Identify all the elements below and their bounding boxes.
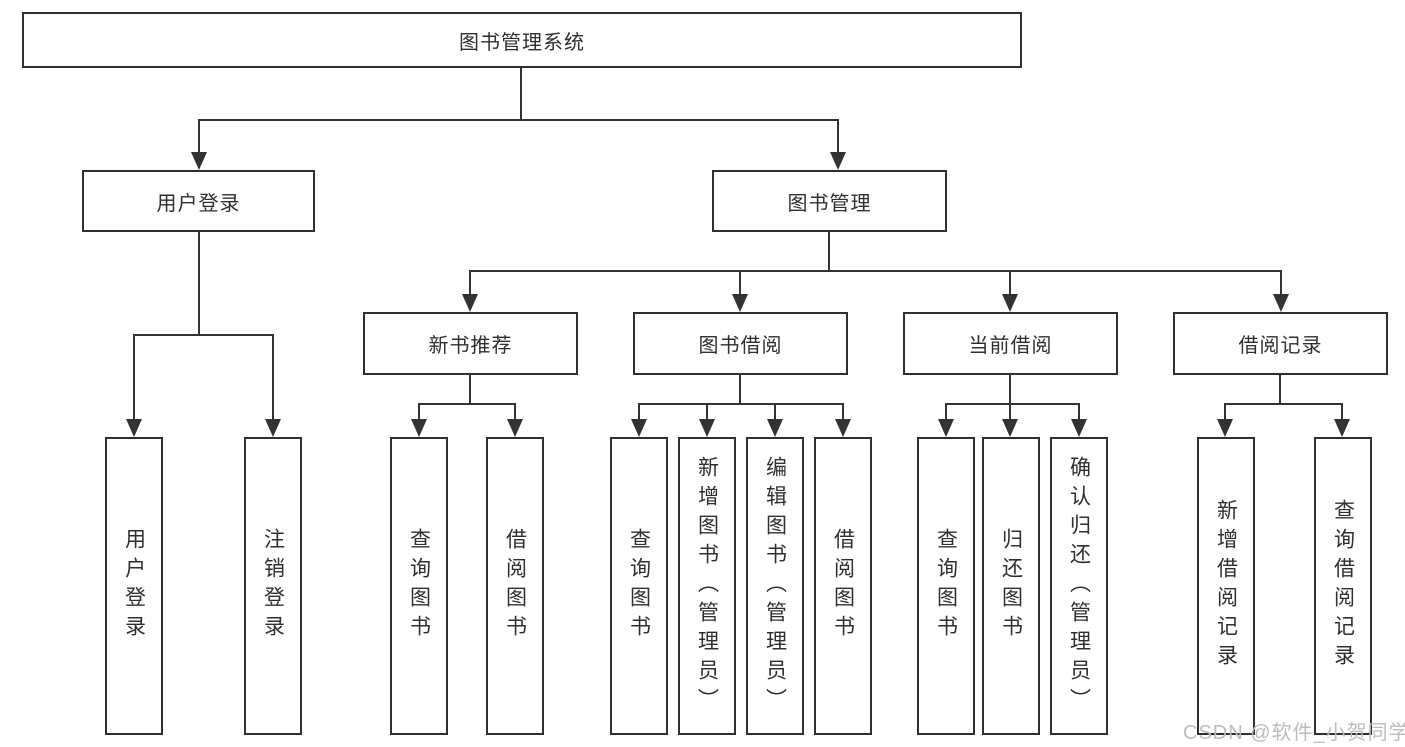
node-book-management-label: 图书管理 — [787, 192, 872, 215]
connector-newbooks-hline — [418, 403, 516, 405]
node-user-login-label: 用户登录 — [156, 192, 241, 215]
leaf-query-borrow-record-label: 查询借阅记录 — [1331, 499, 1355, 673]
connector-drop-leaf — [842, 403, 844, 427]
node-root-label: 图书管理系统 — [459, 31, 585, 54]
node-current-borrowing: 当前借阅 — [903, 312, 1118, 375]
leaf-add-book-admin-label: 新增图书（管理员） — [695, 455, 719, 717]
connector-drop-leaf — [774, 403, 776, 427]
leaf-return-books-label: 归还图书 — [999, 528, 1023, 644]
connector-drop-leaf — [706, 403, 708, 427]
connector-root-hline — [198, 119, 839, 121]
leaf-edit-book-admin-label: 编辑图书（管理员） — [763, 455, 787, 717]
connector-mgmt-stub — [828, 232, 830, 272]
arrowhead-down-icon — [732, 294, 748, 312]
arrowhead-down-icon — [265, 419, 281, 437]
arrowhead-down-icon — [1002, 294, 1018, 312]
connector-mgmt-hline — [469, 270, 1282, 272]
node-book-borrowing-label: 图书借阅 — [698, 335, 783, 357]
connector-drop-user-login — [198, 119, 200, 161]
arrowhead-down-icon — [631, 419, 647, 437]
connector-drop-book-mgmt — [837, 119, 839, 161]
leaf-add-book-admin: 新增图书（管理员） — [678, 437, 736, 735]
node-book-borrowing: 图书借阅 — [633, 312, 848, 375]
node-current-borrowing-label: 当前借阅 — [968, 335, 1053, 357]
connector-drop-book-borrow — [739, 270, 741, 304]
arrowhead-down-icon — [126, 419, 142, 437]
leaf-query-borrow-record: 查询借阅记录 — [1314, 437, 1372, 735]
leaf-add-borrow-record: 新增借阅记录 — [1197, 437, 1255, 735]
leaf-query-books-label: 查询图书 — [627, 528, 651, 644]
leaf-borrow-books-label: 借阅图书 — [831, 528, 855, 644]
connector-root-stub — [520, 68, 522, 120]
leaf-query-books-label: 查询图书 — [934, 528, 958, 644]
arrowhead-down-icon — [411, 419, 427, 437]
node-new-book-recommend-label: 新书推荐 — [428, 335, 513, 357]
arrowhead-down-icon — [1273, 294, 1289, 312]
connector-drop-logout-leaf — [272, 334, 274, 428]
connector-drop-leaf — [1078, 403, 1080, 427]
node-user-login: 用户登录 — [82, 170, 315, 232]
connector-drop-leaf — [1341, 403, 1343, 427]
arrowhead-down-icon — [835, 419, 851, 437]
csdn-watermark: CSDN @软件_小贺同学 — [1183, 722, 1405, 744]
leaf-add-borrow-record-label: 新增借阅记录 — [1214, 499, 1238, 673]
connector-currentborrow-hline — [945, 403, 1080, 405]
connector-newbooks-stub — [469, 375, 471, 405]
arrowhead-down-icon — [699, 419, 715, 437]
leaf-query-books-borrow: 查询图书 — [610, 437, 668, 735]
arrowhead-down-icon — [507, 419, 523, 437]
leaf-borrow-books-recommend: 借阅图书 — [486, 437, 544, 735]
node-book-management: 图书管理 — [712, 170, 947, 232]
connector-bookborrow-hline — [638, 403, 844, 405]
connector-bookborrow-stub — [739, 375, 741, 405]
leaf-borrow-books: 借阅图书 — [814, 437, 872, 735]
arrowhead-down-icon — [1217, 419, 1233, 437]
arrowhead-down-icon — [1334, 419, 1350, 437]
leaf-logout-label: 注销登录 — [261, 528, 285, 644]
leaf-user-login: 用户登录 — [105, 437, 163, 735]
connector-drop-leaf — [945, 403, 947, 427]
leaf-logout: 注销登录 — [244, 437, 302, 735]
node-new-book-recommend: 新书推荐 — [363, 312, 578, 375]
leaf-query-books-current: 查询图书 — [917, 437, 975, 735]
node-borrowing-records-label: 借阅记录 — [1238, 335, 1323, 357]
node-root-library-system: 图书管理系统 — [22, 12, 1022, 68]
arrowhead-down-icon — [191, 152, 207, 170]
arrowhead-down-icon — [938, 419, 954, 437]
arrowhead-down-icon — [1002, 419, 1018, 437]
leaf-confirm-return-admin: 确认归还（管理员） — [1050, 437, 1108, 735]
connector-login-hline — [133, 334, 274, 336]
connector-drop-borrow-records — [1280, 270, 1282, 304]
connector-records-stub — [1279, 375, 1281, 405]
leaf-confirm-return-admin-label: 确认归还（管理员） — [1067, 455, 1091, 717]
connector-drop-leaf — [638, 403, 640, 427]
connector-currentborrow-stub — [1009, 375, 1011, 405]
leaf-edit-book-admin: 编辑图书（管理员） — [746, 437, 804, 735]
arrowhead-down-icon — [462, 294, 478, 312]
leaf-query-books-recommend: 查询图书 — [390, 437, 448, 735]
connector-login-stub — [198, 232, 200, 336]
connector-drop-login-leaf — [133, 334, 135, 428]
connector-drop-leaf — [514, 403, 516, 427]
connector-drop-leaf — [418, 403, 420, 427]
connector-drop-current-borrow — [1009, 270, 1011, 304]
leaf-query-books-label: 查询图书 — [407, 528, 431, 644]
connector-records-hline — [1224, 403, 1343, 405]
arrowhead-down-icon — [1071, 419, 1087, 437]
arrowhead-down-icon — [767, 419, 783, 437]
leaf-return-books: 归还图书 — [982, 437, 1040, 735]
connector-drop-leaf — [1009, 403, 1011, 427]
connector-drop-new-books — [469, 270, 471, 304]
node-borrowing-records: 借阅记录 — [1173, 312, 1388, 375]
arrowhead-down-icon — [830, 152, 846, 170]
connector-drop-leaf — [1224, 403, 1226, 427]
leaf-user-login-label: 用户登录 — [122, 528, 146, 644]
leaf-borrow-books-label: 借阅图书 — [503, 528, 527, 644]
